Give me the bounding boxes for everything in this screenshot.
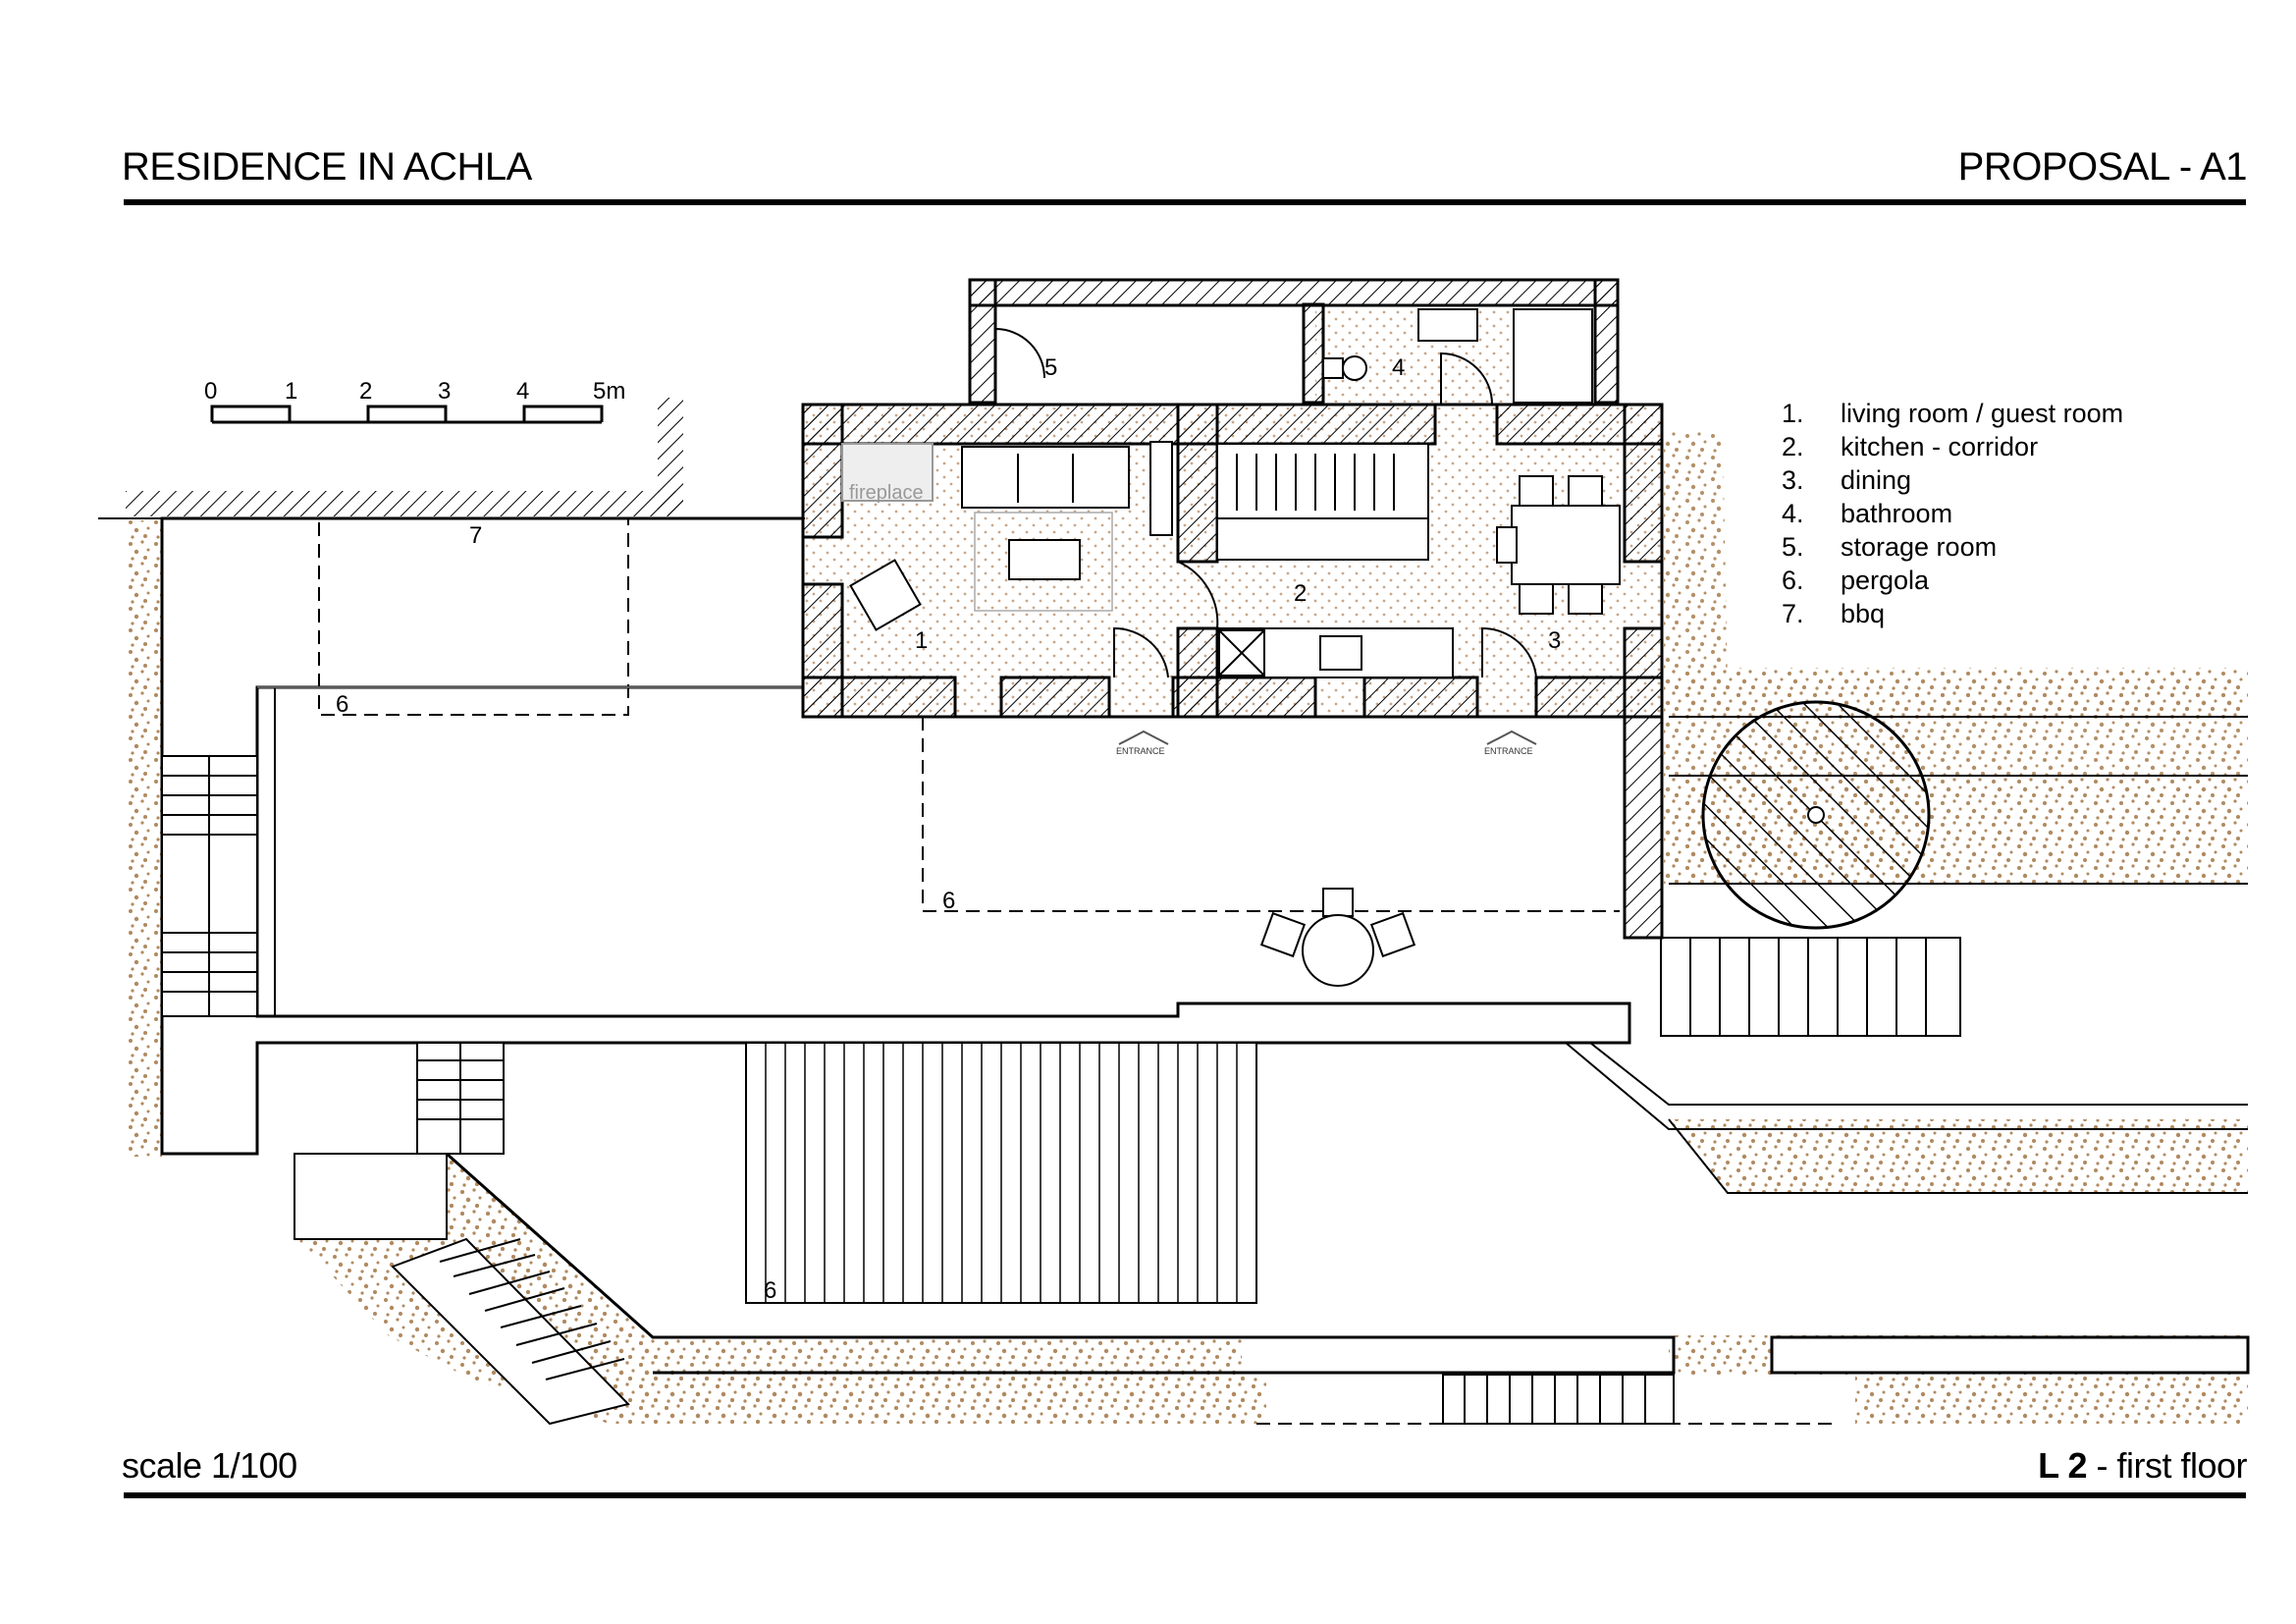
fireplace-label: fireplace (849, 482, 924, 504)
level-name: - first floor (2086, 1445, 2247, 1486)
pergola-label: 6 (764, 1277, 776, 1304)
svg-text:ENTRANCE: ENTRANCE (1484, 746, 1533, 756)
entrance-markers (1118, 730, 1537, 745)
room-3-label: 3 (1548, 627, 1561, 654)
pergola-label: 6 (942, 888, 955, 914)
svg-text:3: 3 (438, 378, 451, 405)
room-labels: fireplace 1 2 3 4 5 6 6 6 7 (336, 354, 1561, 1304)
legend-item: 6.pergola (1782, 566, 1930, 595)
terrain-edge (98, 398, 805, 519)
lower-pergola (745, 1042, 1257, 1304)
svg-text:0: 0 (204, 378, 217, 405)
bbq-label: 7 (469, 522, 482, 549)
room-2-label: 2 (1294, 580, 1307, 607)
furniture (841, 308, 1621, 987)
scale-label: scale 1/100 (122, 1445, 297, 1486)
pergola-label: 6 (336, 691, 348, 718)
legend-item: 3.dining (1782, 465, 1912, 495)
legend-item: 1.living room / guest room (1782, 399, 2124, 428)
svg-text:1: 1 (285, 378, 297, 405)
legend-item: 2.kitchen - corridor (1782, 432, 2039, 461)
proposal-label: PROPOSAL - A1 (1957, 145, 2248, 189)
doors (994, 327, 1537, 678)
project-title: RESIDENCE IN ACHLA (122, 145, 532, 189)
pergola-outlines (318, 517, 1620, 912)
svg-text:ENTRANCE: ENTRANCE (1116, 746, 1165, 756)
scale-bar-ticks: 0 1 2 3 4 5m (204, 378, 625, 405)
legend-item: 4.bathroom (1782, 499, 1953, 528)
entrance-labels: ENTRANCE ENTRANCE (1116, 746, 1533, 756)
svg-text:2: 2 (359, 378, 372, 405)
room-4-label: 4 (1392, 354, 1405, 381)
tree-icon (1701, 700, 1931, 930)
scale-bar (210, 405, 604, 424)
room-legend: 1.living room / guest room 2.kitchen - c… (1782, 397, 2123, 630)
legend-item: 7.bbq (1782, 599, 1886, 628)
footer-rule (124, 1492, 2246, 1498)
level-label: L 2 - first floor (2038, 1445, 2247, 1487)
legend-item: 5.storage room (1782, 532, 1998, 562)
room-1-label: 1 (915, 627, 928, 654)
svg-text:4: 4 (516, 378, 529, 405)
svg-text:5m: 5m (593, 378, 625, 405)
stairs (161, 755, 1961, 1426)
header-rule (124, 199, 2246, 205)
level-code: L 2 (2038, 1445, 2087, 1486)
house-outline (801, 403, 1664, 719)
room-5-label: 5 (1044, 354, 1057, 381)
